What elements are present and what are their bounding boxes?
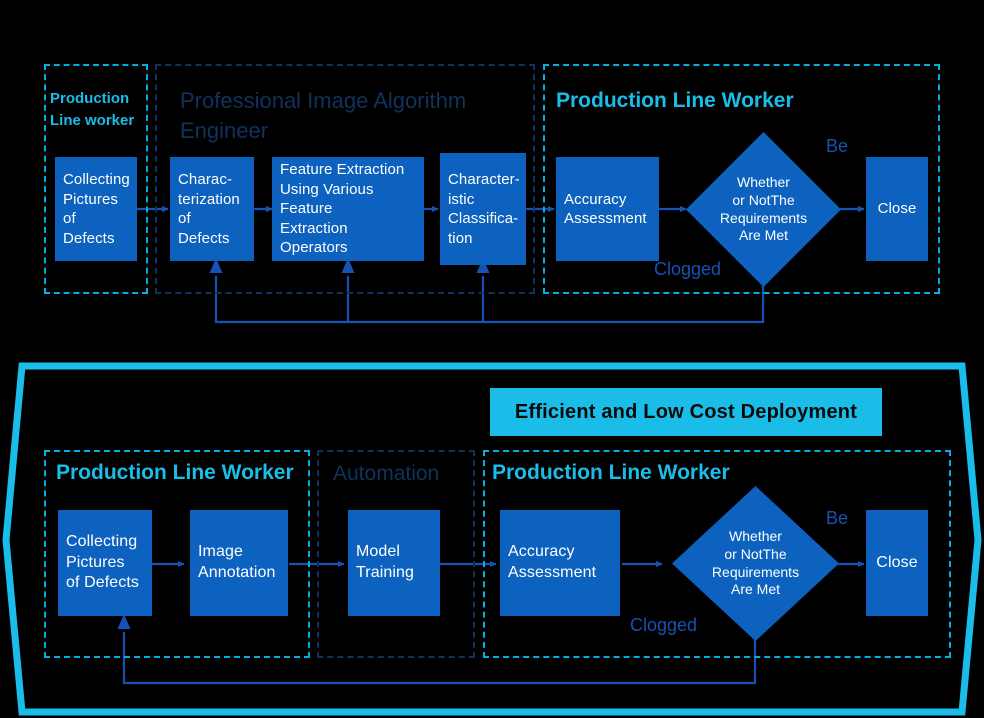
node-model-training[interactable]: Model Training [348,510,440,616]
feedback-path-top [214,272,765,324]
node-label: Accuracy Assessment [564,190,647,228]
node-label: Close [876,553,918,571]
decision-label: Whether or NotThe Requirements Are Met [719,174,808,244]
bottom-panel-frame [2,362,982,716]
node-collecting-pictures-of-defects-bottom[interactable]: Collecting Pictures of Defects [58,510,152,616]
lane-production-line-worker-top-left [44,64,148,294]
node-label: Close [877,200,917,218]
decision-whether-requirements-are-met-bottom[interactable]: Whether or NotThe Requirements Are Met [672,486,839,641]
lane-title-production-line-worker-bottom-right: Production Line Worker [492,461,730,484]
arrowhead-up-classification [476,258,490,273]
node-collecting-pictures-of-defects-top[interactable]: Collecting Pictures of Defects [55,157,137,261]
lane-title-production-line-worker-top-right: Production Line Worker [556,89,794,112]
node-close-top[interactable]: Close [866,157,928,261]
node-image-annotation[interactable]: Image Annotation [190,510,288,616]
lane-title-production-line-worker-bottom-left: Production Line Worker [56,461,294,484]
node-feature-extraction-operators[interactable]: Feature Extraction Using Various Feature… [272,157,424,261]
node-label: Accuracy Assessment [508,543,597,581]
node-close-bottom[interactable]: Close [866,510,928,616]
node-label: Feature Extraction Using Various Feature… [280,161,405,257]
node-label: Model Training [356,543,415,581]
node-label: Collecting Pictures of Defects [63,171,130,247]
decision-whether-requirements-are-met-top[interactable]: Whether or NotThe Requirements Are Met [686,132,841,287]
feedback-arrowheads-bottom [117,614,131,629]
lane-automation [317,450,475,658]
node-label: Collecting Pictures of Defects [66,532,140,592]
node-label: Image Annotation [198,543,276,581]
node-accuracy-assessment-bottom[interactable]: Accuracy Assessment [500,510,620,616]
lane-production-line-worker-bottom-right [483,450,951,658]
edge-label-clogged-top: Clogged [654,259,722,279]
arrowhead-up-feature [341,258,355,273]
arrowhead-up-collecting-b [117,614,131,629]
banner-label: Efficient and Low Cost Deployment [514,400,858,423]
node-label: Character- istic Classifica- tion [448,171,520,247]
feedback-arrowheads-top [209,258,490,273]
node-label: Charac- terization of Defects [178,171,240,247]
node-accuracy-assessment-top[interactable]: Accuracy Assessment [556,157,659,261]
lane-title-automation: Automation [333,462,440,485]
node-characteristic-classification[interactable]: Character- istic Classifica- tion [440,153,526,265]
lane-title-professional-image-algorithm-engineer: Professional Image Algorithm Engineer [180,88,467,143]
banner-efficient-low-cost-deployment: Efficient and Low Cost Deployment [490,388,882,436]
edge-label-be-bottom: Be [826,508,849,528]
lane-title-production-line-worker-top-left: Production Line worker [50,90,135,129]
edge-label-be-top: Be [826,136,849,156]
arrowhead-up-characterization [209,258,223,273]
lane-professional-image-algorithm-engineer [155,64,535,294]
edge-label-clogged-bottom: Clogged [630,615,698,635]
node-characterization-of-defects[interactable]: Charac- terization of Defects [170,157,254,261]
lane-production-line-worker-bottom-left [44,450,310,658]
decision-label: Whether or NotThe Requirements Are Met [711,528,800,598]
lane-production-line-worker-top-right [543,64,940,294]
